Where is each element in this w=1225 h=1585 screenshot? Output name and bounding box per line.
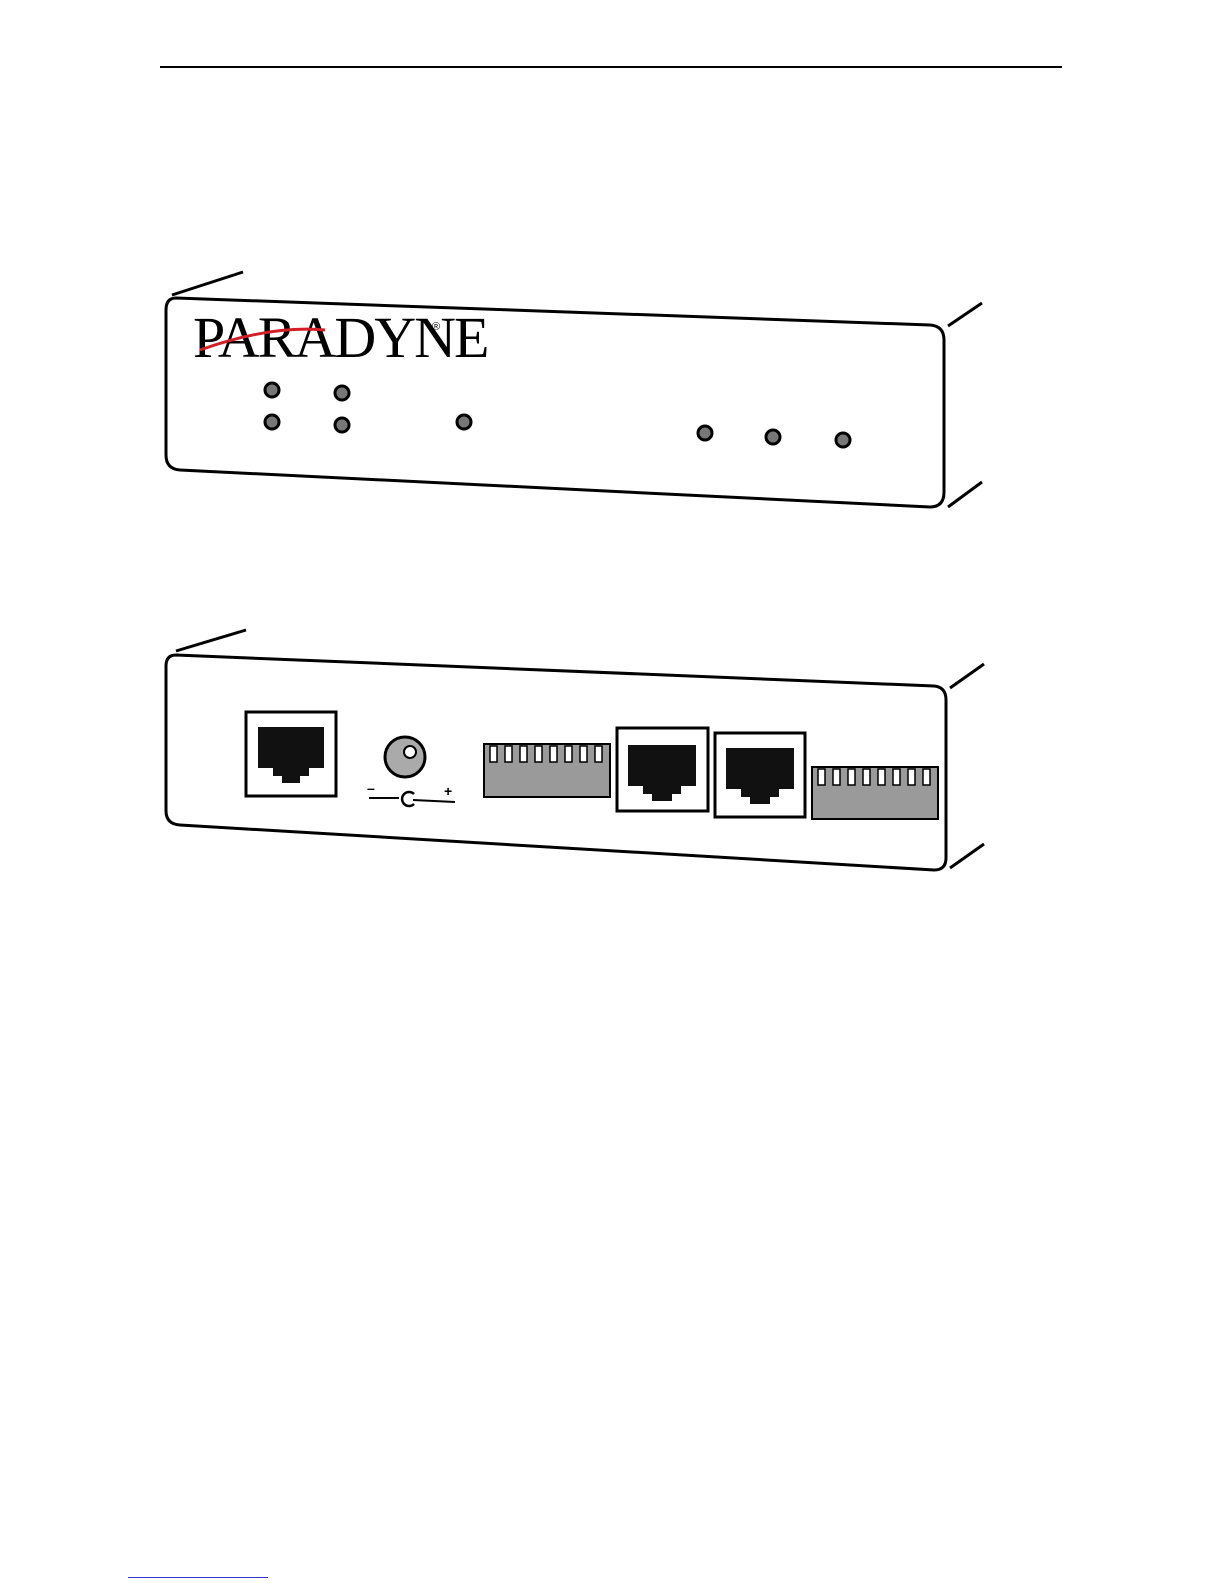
front-bottom-right-edge bbox=[948, 482, 982, 507]
polarity-minus-label: – bbox=[367, 780, 375, 796]
power-jack-pin bbox=[404, 746, 416, 758]
power-jack-socket bbox=[385, 737, 425, 777]
led-indicator bbox=[836, 433, 850, 447]
brand-registered-mark: ® bbox=[432, 321, 440, 333]
rj-jack bbox=[617, 728, 708, 811]
rj-jack bbox=[715, 733, 805, 817]
led-indicator bbox=[698, 426, 712, 440]
rear-top-left-edge bbox=[176, 630, 246, 651]
rj-jack bbox=[246, 712, 336, 796]
led-indicator bbox=[457, 415, 471, 429]
rear-bottom-right-edge bbox=[950, 844, 984, 868]
led-indicator bbox=[265, 415, 279, 429]
led-indicator bbox=[265, 383, 279, 397]
front-led-group bbox=[265, 383, 850, 447]
front-top-right-edge bbox=[948, 303, 982, 326]
terminal-block bbox=[484, 744, 610, 797]
led-indicator bbox=[335, 418, 349, 432]
rear-top-right-edge bbox=[950, 664, 984, 688]
led-indicator bbox=[766, 430, 780, 444]
polarity-symbol bbox=[402, 792, 414, 806]
led-indicator bbox=[335, 386, 349, 400]
footer-link-underline bbox=[128, 1577, 268, 1578]
power-jack: – + bbox=[367, 737, 455, 806]
terminal-block bbox=[812, 767, 938, 819]
polarity-plus-label: + bbox=[444, 783, 452, 799]
front-top-left-edge bbox=[172, 272, 243, 295]
